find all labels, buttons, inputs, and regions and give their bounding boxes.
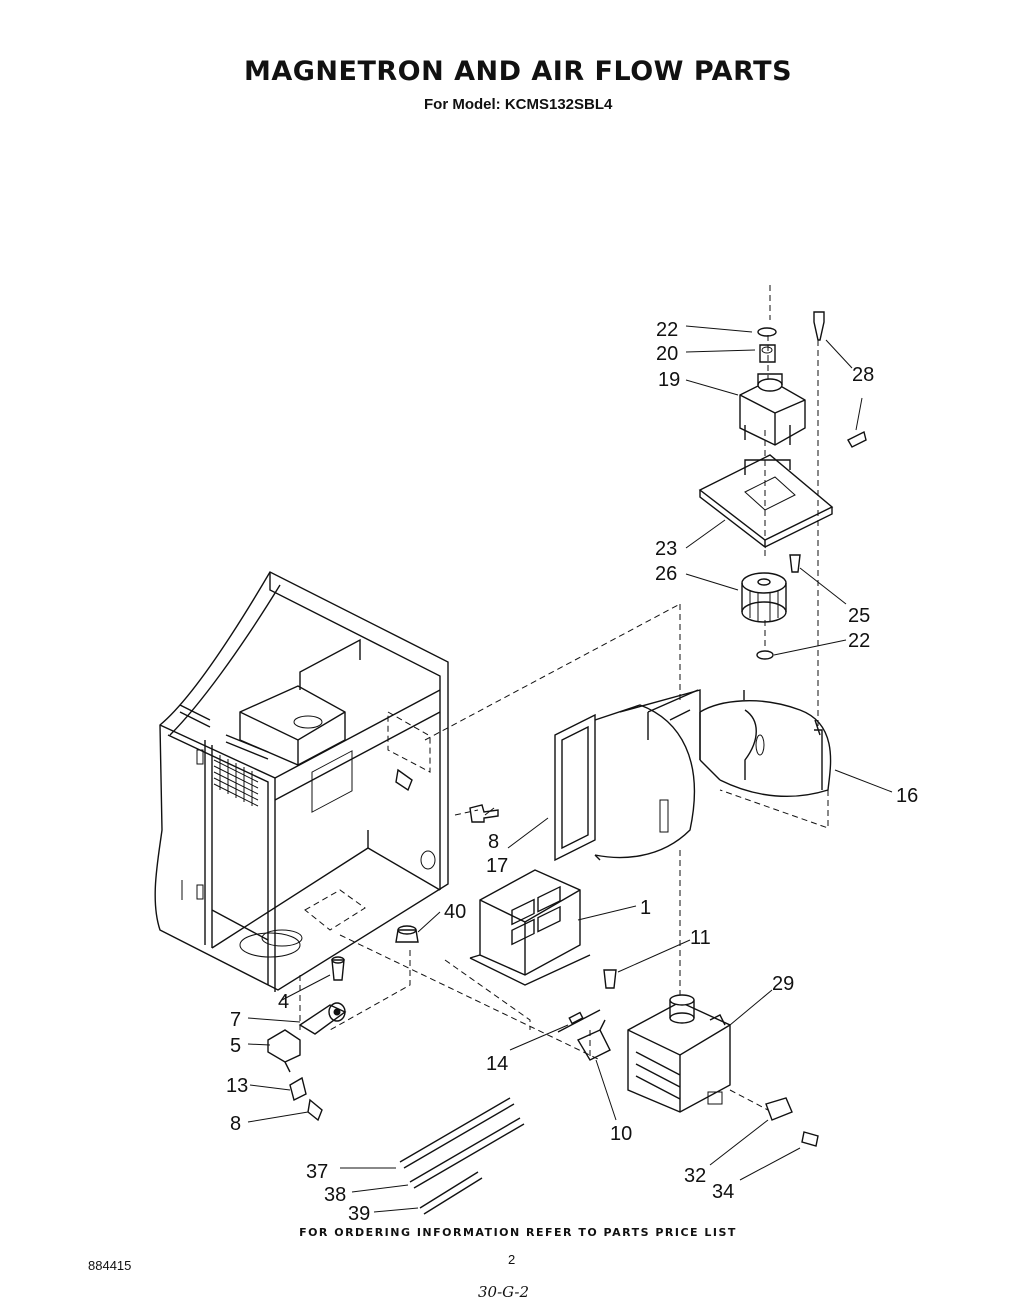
callout-22-top: 22 — [656, 319, 678, 341]
callout-22-bottom: 22 — [848, 630, 870, 652]
magnetron-thermal-protector — [765, 1097, 793, 1121]
callout-23: 23 — [655, 538, 677, 560]
document-number: 884415 — [88, 1258, 132, 1273]
model-subtitle: For Model: KCMS132SBL4 — [424, 96, 613, 113]
callout-17: 17 — [486, 855, 508, 877]
callout-38: 38 — [324, 1184, 346, 1206]
callout-7: 7 — [230, 1009, 241, 1031]
callout-40: 40 — [444, 901, 466, 923]
callout-13: 13 — [226, 1075, 248, 1097]
callout-11: 11 — [690, 927, 711, 949]
callout-39: 39 — [348, 1203, 370, 1225]
screw-top-right — [813, 311, 825, 341]
callout-32: 32 — [684, 1165, 706, 1187]
callout-10: 10 — [610, 1123, 632, 1145]
cutout-bracket — [267, 1029, 301, 1073]
clip-ring-top — [757, 327, 777, 337]
assembly-guide-lines — [299, 285, 829, 1111]
vent-mesh — [213, 755, 259, 807]
magnetron — [627, 994, 731, 1113]
motor-bracket — [698, 454, 834, 549]
clip-ring-bottom — [756, 650, 774, 660]
screw-34 — [801, 1131, 819, 1147]
callout-leaders — [247, 325, 893, 1213]
callout-28: 28 — [852, 364, 874, 386]
callout-20: 20 — [656, 343, 678, 365]
callout-29: 29 — [772, 973, 794, 995]
nut-part — [759, 344, 776, 363]
callout-8-bottom: 8 — [230, 1113, 241, 1135]
callout-8-duct: 8 — [488, 831, 499, 853]
thermal-cutout — [298, 1002, 347, 1035]
fan-housing — [699, 690, 832, 797]
callout-1: 1 — [640, 897, 651, 919]
ordering-info-note: FOR ORDERING INFORMATION REFER TO PARTS … — [299, 1226, 737, 1239]
callout-14: 14 — [486, 1053, 508, 1075]
air-duct — [554, 689, 701, 862]
screw-right — [847, 430, 867, 448]
page-number: 2 — [508, 1252, 516, 1267]
callout-4: 4 — [278, 991, 289, 1013]
capacitor-bracket — [576, 1019, 611, 1061]
screw-8-bottom — [307, 1098, 323, 1122]
cabinet-chassis — [154, 571, 449, 992]
callout-37: 37 — [306, 1161, 328, 1183]
wire-lead-39 — [419, 1171, 483, 1215]
fan-motor — [739, 373, 806, 446]
callout-19: 19 — [658, 369, 680, 391]
page-title: MAGNETRON AND AIR FLOW PARTS — [243, 56, 793, 87]
handwritten-code: 30-G-2 — [478, 1283, 530, 1301]
screw-4 — [331, 956, 345, 981]
fan-blade — [741, 572, 787, 623]
wire-lead-38 — [409, 1117, 525, 1189]
screw-11 — [603, 969, 617, 989]
callout-25: 25 — [848, 605, 870, 627]
callout-16: 16 — [896, 785, 918, 807]
bracket-screw — [789, 554, 801, 573]
duct-screw — [469, 804, 499, 823]
callout-26: 26 — [655, 563, 677, 585]
wire-lead-37 — [399, 1097, 515, 1169]
hv-diode — [557, 1009, 601, 1033]
callout-labels: 22 20 19 28 23 26 25 22 16 8 17 40 1 11 … — [226, 319, 918, 1225]
callout-5: 5 — [230, 1035, 241, 1057]
transformer — [469, 869, 591, 986]
rubber-foot — [395, 925, 419, 943]
thermostat — [289, 1076, 307, 1102]
callout-34: 34 — [712, 1181, 734, 1203]
